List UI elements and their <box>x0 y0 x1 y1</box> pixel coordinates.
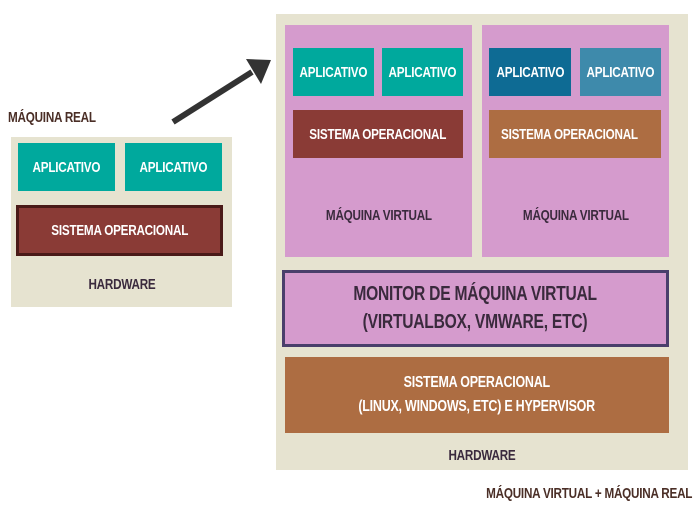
vm2-label: MÁQUINA VIRTUAL <box>482 203 669 227</box>
host-os-box: SISTEMA OPERACIONAL (LINUX, WINDOWS, ETC… <box>285 357 669 433</box>
vm2-app-1: APLICATIVO <box>489 48 571 96</box>
vm2-os-label: SISTEMA OPERACIONAL <box>501 125 638 143</box>
host-hardware-text: HARDWARE <box>448 446 516 464</box>
vm2-app-2-label: APLICATIVO <box>586 63 655 81</box>
vm-monitor-box: MONITOR DE MÁQUINA VIRTUAL (VIRTUALBOX, … <box>282 270 669 347</box>
diagram-caption: MÁQUINA VIRTUAL + MÁQUINA REAL <box>430 481 692 505</box>
vm2-label-text: MÁQUINA VIRTUAL <box>522 206 629 224</box>
vm-monitor-line1: MONITOR DE MÁQUINA VIRTUAL <box>353 283 598 305</box>
real-hardware-label: HARDWARE <box>11 272 232 296</box>
real-machine-title-text: MÁQUINA REAL <box>8 108 96 126</box>
vm-monitor-subtitle: (VIRTUALBOX, VMWARE, ETC) <box>331 309 619 337</box>
real-hardware-text: HARDWARE <box>87 275 156 293</box>
vm-monitor-title: MONITOR DE MÁQUINA VIRTUAL <box>319 281 631 309</box>
vm-monitor-line2: (VIRTUALBOX, VMWARE, ETC) <box>363 311 588 333</box>
real-os-label: SISTEMA OPERACIONAL <box>51 222 188 239</box>
vm1-app-1: APLICATIVO <box>293 48 374 96</box>
vm1-app-2: APLICATIVO <box>382 48 463 96</box>
vm2-os-box: SISTEMA OPERACIONAL <box>489 110 661 158</box>
real-app-1-label: APLICATIVO <box>32 158 101 176</box>
vm1-os-label: SISTEMA OPERACIONAL <box>309 125 447 143</box>
real-machine-title: MÁQUINA REAL <box>8 106 108 128</box>
arrow-shaft <box>171 69 254 125</box>
arrow-icon <box>171 59 271 125</box>
vm2-app-2: APLICATIVO <box>580 48 661 96</box>
host-os-line1: SISTEMA OPERACIONAL <box>403 374 551 391</box>
host-os-title: SISTEMA OPERACIONAL <box>383 371 571 395</box>
diagram-caption-text: MÁQUINA VIRTUAL + MÁQUINA REAL <box>485 484 692 502</box>
real-os-box: SISTEMA OPERACIONAL <box>16 205 223 256</box>
host-hardware-label: HARDWARE <box>276 443 688 467</box>
vm1-app-1-label: APLICATIVO <box>299 63 368 81</box>
vm1-label: MÁQUINA VIRTUAL <box>285 203 472 227</box>
vm2-app-1-label: APLICATIVO <box>496 63 564 81</box>
real-app-1: APLICATIVO <box>18 143 115 191</box>
vm1-os-box: SISTEMA OPERACIONAL <box>293 110 463 158</box>
vm1-label-text: MÁQUINA VIRTUAL <box>325 206 432 224</box>
real-app-2-label: APLICATIVO <box>139 158 208 176</box>
arrow-head <box>246 59 271 84</box>
host-os-subtitle: (LINUX, WINDOWS, ETC) E HYPERVISOR <box>325 395 628 419</box>
real-app-2: APLICATIVO <box>125 143 222 191</box>
vm1-app-2-label: APLICATIVO <box>388 63 457 81</box>
host-os-line2: (LINUX, WINDOWS, ETC) E HYPERVISOR <box>358 398 596 415</box>
